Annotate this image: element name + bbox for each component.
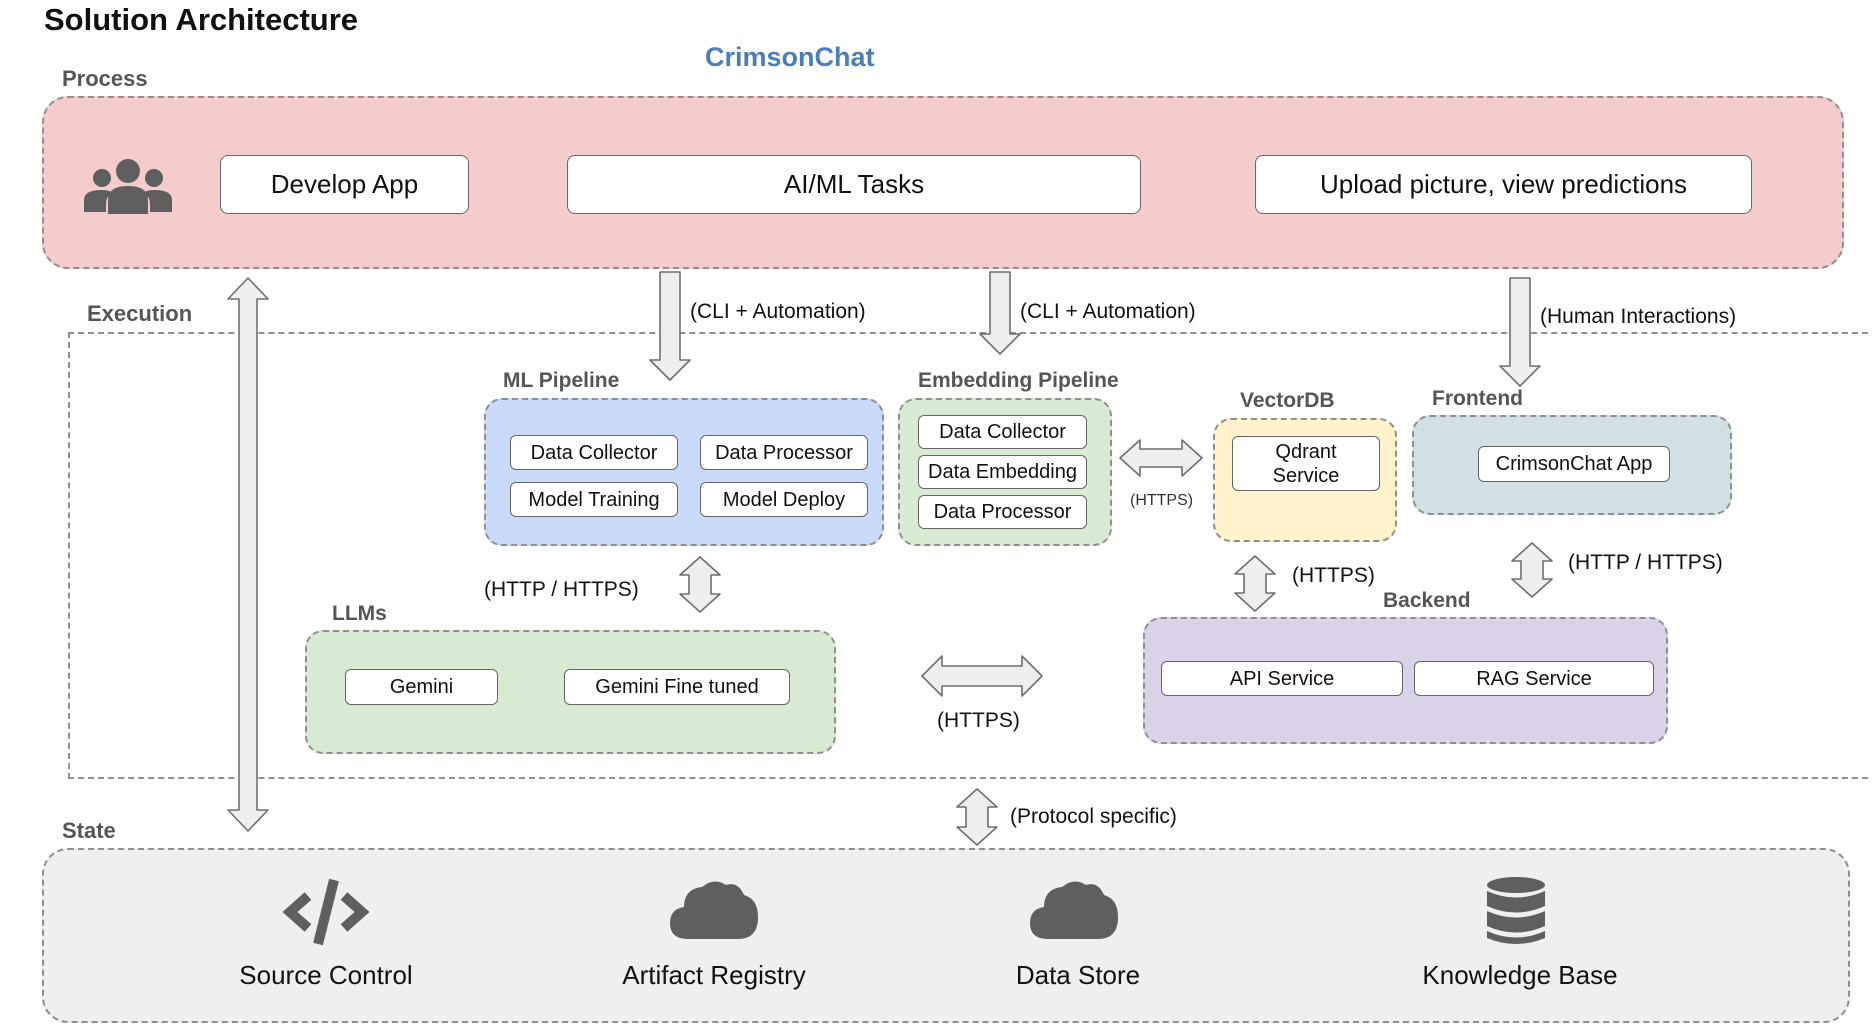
vectordb-label: VectorDB (1240, 389, 1335, 412)
emb-data-collector: Data Collector (918, 415, 1087, 449)
cloud-icon (668, 877, 760, 939)
fe-backend-label: (HTTP / HTTPS) (1568, 551, 1723, 574)
vec-backend-arrow (1234, 555, 1276, 612)
develop-app-box: Develop App (220, 155, 469, 214)
emb-data-embedding: Data Embedding (918, 455, 1087, 489)
rag-service-box: RAG Service (1414, 661, 1654, 696)
process-state-arrow (227, 277, 269, 832)
code-icon (282, 876, 370, 948)
ml-data-collector: Data Collector (510, 435, 678, 470)
frontend-label: Frontend (1432, 387, 1523, 410)
state-data-store: Data Store (1015, 960, 1141, 990)
ml-llm-label: (HTTP / HTTPS) (484, 578, 639, 601)
state-artifact-registry: Artifact Registry (622, 960, 806, 990)
state-source-control: Source Control (239, 960, 413, 990)
ml-pipeline-label: ML Pipeline (503, 369, 620, 392)
llm-backend-arrow (921, 655, 1043, 697)
llm-backend-label: (HTTPS) (937, 709, 1020, 732)
database-icon (1485, 876, 1547, 946)
qdrant-service-box: Qdrant Service (1232, 436, 1380, 491)
human-arrow (1499, 277, 1541, 387)
gemini-fine-tuned-box: Gemini Fine tuned (564, 669, 790, 705)
section-label-state: State (62, 818, 116, 843)
upload-predictions-box: Upload picture, view predictions (1255, 155, 1752, 214)
backend-label: Backend (1383, 589, 1471, 612)
execution-zone (68, 332, 1872, 779)
state-protocol-label: (Protocol specific) (1010, 805, 1177, 828)
crimsonchat-app-box: CrimsonChat App (1478, 446, 1670, 482)
section-label-process: Process (62, 66, 148, 91)
section-label-execution: Execution (87, 301, 193, 326)
vec-backend-label: (HTTPS) (1292, 564, 1375, 587)
gemini-box: Gemini (345, 669, 498, 705)
emb-vec-label: (HTTPS) (1130, 492, 1194, 509)
ml-llm-arrow (679, 556, 721, 613)
ml-model-training: Model Training (510, 482, 678, 517)
api-service-box: API Service (1161, 661, 1403, 696)
app-name: CrimsonChat (705, 42, 875, 72)
ml-model-deploy: Model Deploy (700, 482, 868, 517)
aiml-tasks-box: AI/ML Tasks (567, 155, 1141, 214)
ml-pipeline-zone (484, 398, 884, 546)
cli-label-2: (CLI + Automation) (1020, 300, 1196, 323)
human-label: (Human Interactions) (1540, 305, 1737, 328)
state-zone (42, 848, 1850, 1023)
cli-arrow-2 (979, 271, 1021, 355)
cloud-icon (1028, 877, 1120, 939)
users-icon (82, 158, 174, 214)
embedding-pipeline-label: Embedding Pipeline (918, 369, 1119, 392)
emb-vec-arrow (1119, 439, 1203, 477)
state-protocol-arrow (956, 788, 998, 846)
diagram-title: Solution Architecture (44, 2, 359, 37)
ml-data-processor: Data Processor (700, 435, 868, 470)
qdrant-service-label: Qdrant Service (1272, 440, 1340, 487)
emb-data-processor: Data Processor (918, 495, 1087, 529)
llms-label: LLMs (332, 602, 387, 625)
fe-backend-arrow (1511, 542, 1553, 598)
cli-label-1: (CLI + Automation) (690, 300, 866, 323)
state-knowledge-base: Knowledge Base (1422, 960, 1618, 990)
cli-arrow-1 (649, 271, 691, 381)
